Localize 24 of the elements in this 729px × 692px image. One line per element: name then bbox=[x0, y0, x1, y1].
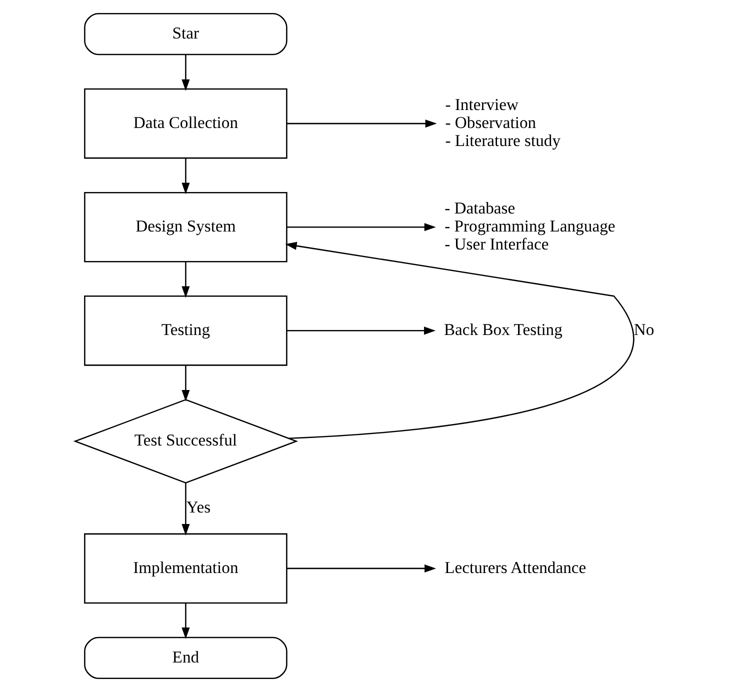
arrow bbox=[181, 262, 190, 298]
arrow bbox=[284, 242, 633, 439]
arrow bbox=[181, 54, 190, 91]
node-text: - Interview - Observation - Literature study bbox=[444, 95, 560, 150]
node-box: Implementation bbox=[84, 533, 287, 604]
node-box: Data Collection bbox=[84, 88, 287, 159]
arrow bbox=[181, 603, 190, 640]
arrow bbox=[286, 326, 436, 335]
arrow bbox=[286, 223, 436, 232]
node-box: Testing bbox=[84, 296, 287, 366]
node-box: End bbox=[84, 636, 287, 680]
arrow bbox=[286, 564, 436, 572]
arrow bbox=[181, 366, 190, 402]
edge-label: Yes bbox=[186, 498, 210, 517]
arrow bbox=[181, 483, 190, 536]
node-text: - Database - Programming Language - User Interface bbox=[444, 198, 615, 254]
edge-label: No bbox=[633, 320, 654, 340]
node-box: Star bbox=[84, 12, 287, 56]
node-text: Lecturers Attendance bbox=[444, 558, 586, 577]
arrow bbox=[286, 120, 436, 128]
node-text: Back Box Testing bbox=[443, 320, 562, 340]
node-box: Design System bbox=[84, 192, 287, 262]
arrow bbox=[181, 158, 190, 194]
node-diamond: Test Successful bbox=[72, 399, 298, 484]
